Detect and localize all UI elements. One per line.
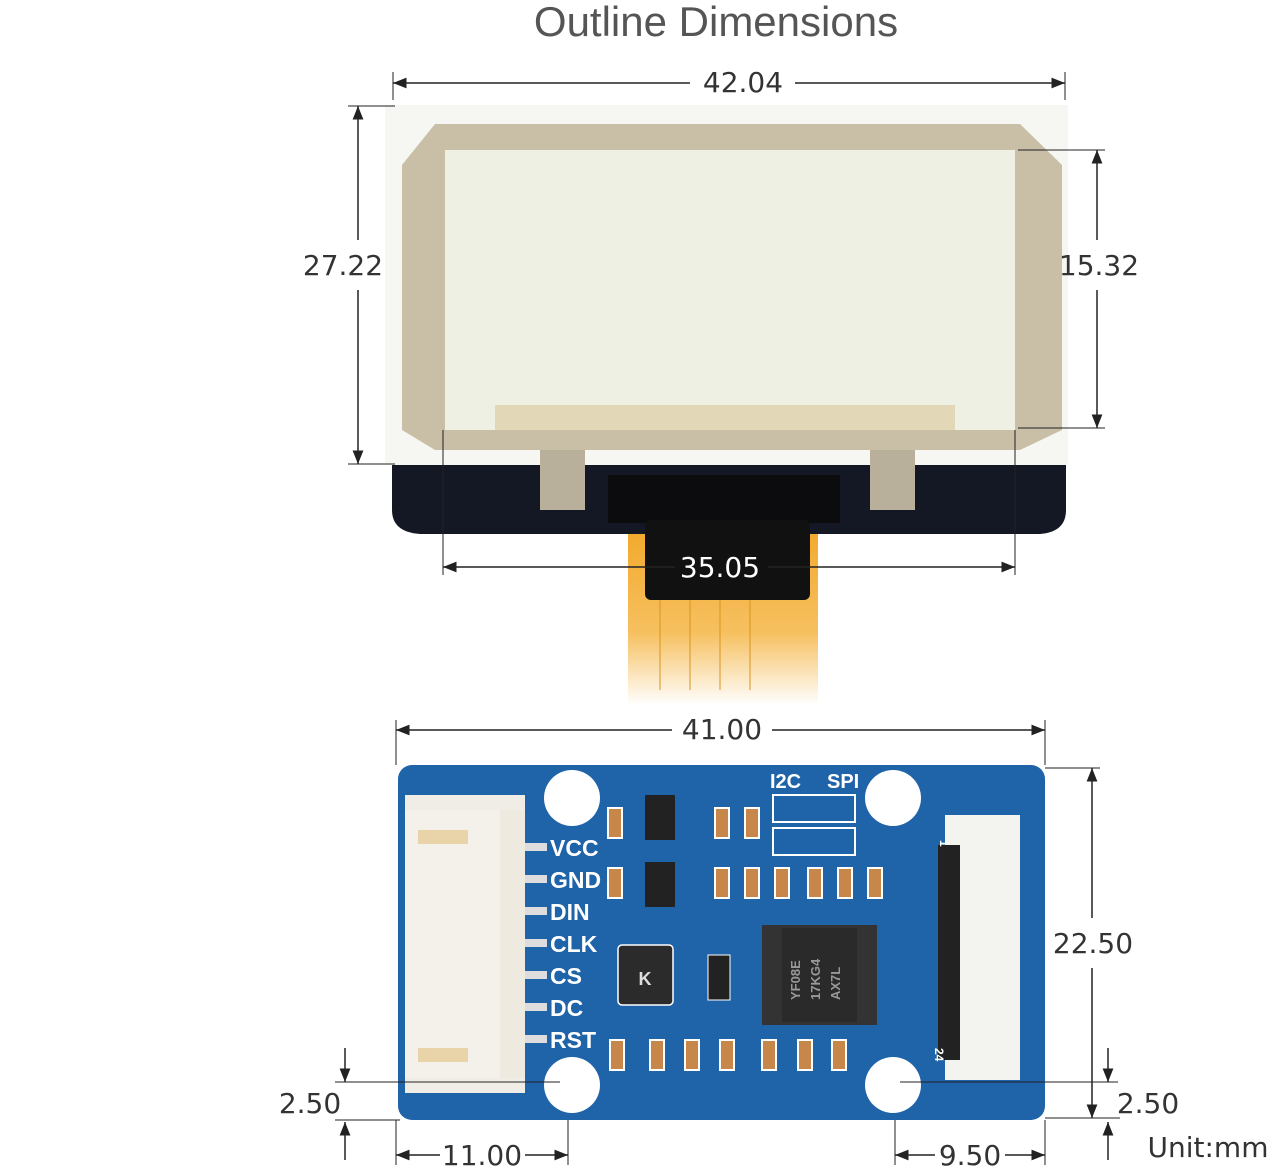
- driver-board: YF08E 17KG4 AX7L K I2C SPI 1 24 VCC GND …: [398, 765, 1045, 1120]
- dim-active-height: 15.32: [1018, 149, 1139, 429]
- dim-pcb-height: 22.50: [1045, 767, 1133, 1119]
- dim-pcb-width: 41.00: [395, 713, 1046, 765]
- label-i2c: I2C: [770, 771, 801, 793]
- dimensions-oled_height-label: 27.22: [303, 249, 383, 282]
- unit-label: Unit:mm: [1148, 1131, 1269, 1164]
- dimensions-hole_x_right-label: 9.50: [939, 1139, 1001, 1169]
- pin-labels: VCC GND DIN CLK CS DC RST: [550, 835, 601, 1053]
- dimensions-active_width-label: 35.05: [680, 551, 760, 584]
- dim-oled-width: 42.04: [392, 66, 1066, 100]
- pin-gnd: GND: [550, 867, 601, 893]
- pin-clk: CLK: [550, 931, 598, 957]
- diagram-title: Outline Dimensions: [534, 0, 898, 45]
- pcb-chip_marking-1-label: 17KG4: [808, 958, 823, 1000]
- pcb-chip_marking-0-label: YF08E: [788, 960, 803, 1000]
- dim-hole-x-right: 9.50: [894, 1120, 1046, 1169]
- label-spi: SPI: [827, 771, 859, 793]
- dimensions-active_height-label: 15.32: [1059, 249, 1139, 282]
- pin-din: DIN: [550, 899, 590, 925]
- dimensions-hole_x_left-label: 11.00: [442, 1139, 522, 1169]
- dimensions-pcb_width-label: 41.00: [682, 713, 762, 746]
- dim-hole-offset-right: 2.50: [900, 1048, 1179, 1160]
- pin-dc: DC: [550, 995, 583, 1021]
- pin-cs: CS: [550, 963, 582, 989]
- dim-hole-x-left: 11.00: [395, 1120, 569, 1169]
- pcb-inductor_marking-label: K: [639, 969, 652, 989]
- dimensions-oled_width-label: 42.04: [703, 66, 783, 99]
- pcb-connector_pin_last-label: 24: [932, 1048, 946, 1062]
- dimensions-pcb_height-label: 22.50: [1053, 927, 1133, 960]
- pcb-connector_pin_first-label: 1: [937, 840, 951, 847]
- dimensions-hole_offset_left-label: 2.50: [279, 1087, 341, 1120]
- dim-active-width: 35.05: [442, 430, 1016, 584]
- pin-vcc: VCC: [550, 835, 599, 861]
- pcb-chip_marking-2-label: AX7L: [828, 967, 843, 1000]
- dim-oled-height: 27.22: [303, 105, 395, 465]
- pin-rst: RST: [550, 1027, 596, 1053]
- dimensions-hole_offset_right-label: 2.50: [1117, 1087, 1179, 1120]
- dim-hole-offset-left: 2.50: [279, 1048, 560, 1160]
- oled-panel: [385, 105, 1068, 705]
